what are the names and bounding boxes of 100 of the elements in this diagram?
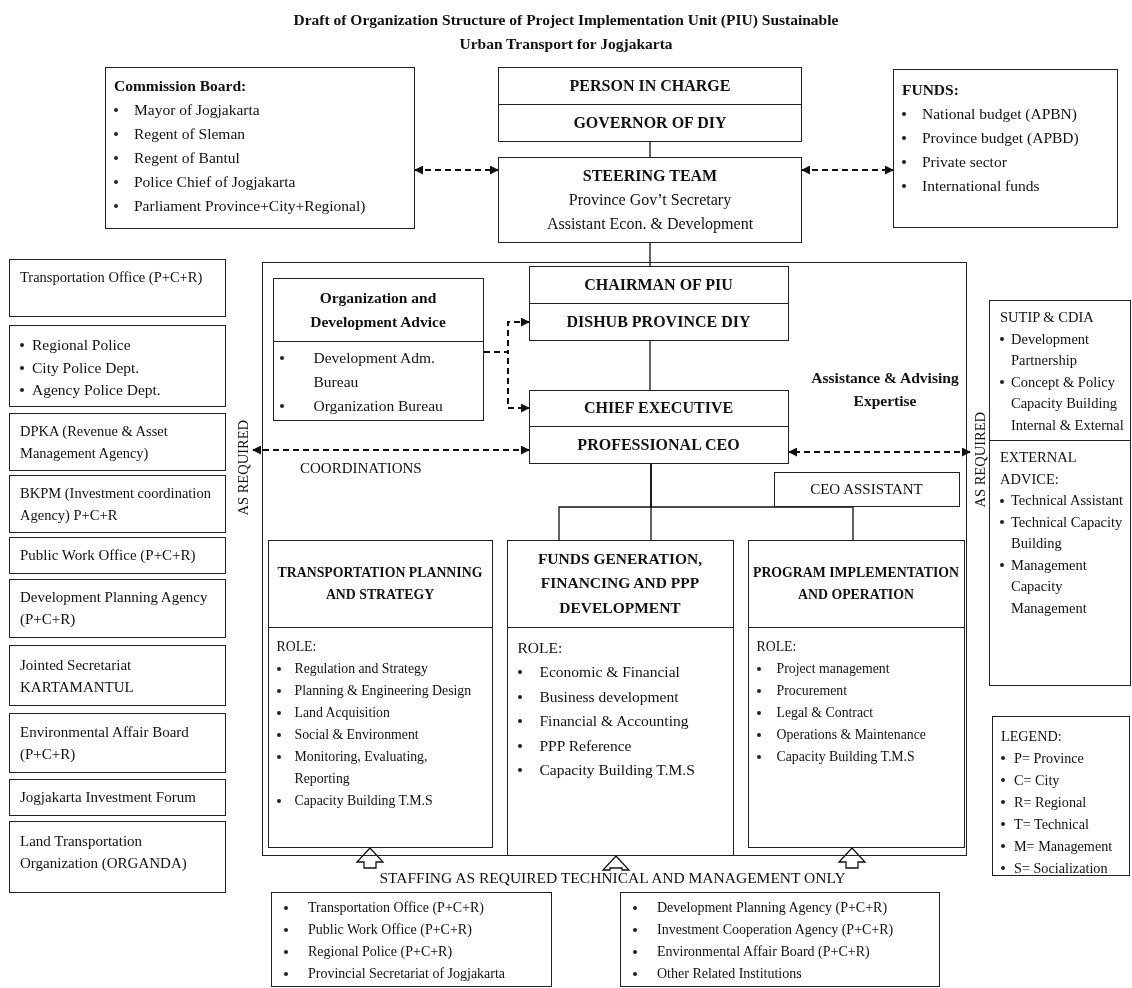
block-arrow: [837, 847, 867, 869]
box-heading: PERSON IN CHARGE: [569, 76, 731, 96]
list-item: Regent of Bantul: [134, 148, 240, 168]
list-item: Financial & Accounting: [539, 711, 689, 731]
box-heading: FUNDS:: [902, 80, 960, 100]
agency-box: [9, 475, 226, 533]
list-item: Public Work Office (P+C+R): [308, 921, 472, 939]
list-item: Business development: [539, 686, 679, 707]
box-heading: CHAIRMAN OF PIU: [584, 274, 733, 295]
box-text: Land Transportation Organization (ORGANDA): [20, 832, 188, 873]
piu-frame: [262, 262, 967, 856]
box-heading: Commission Board:: [114, 76, 248, 96]
box-heading: Organization and Development Advice: [309, 287, 447, 332]
list-item: Operations & Maintenance: [776, 725, 926, 744]
box-heading: TRANSPORTATION PLANNING AND STRATEGY: [276, 563, 484, 604]
list-item: Concept & Policy Capacity Building Internal & External: [1011, 372, 1125, 435]
staffing-label: STAFFING AS REQUIRED TECHNICAL AND MANAGEMENT ONLY: [330, 868, 895, 890]
list-item: M= Management: [1014, 837, 1113, 856]
list-item: Development Adm. Bureau: [313, 347, 436, 392]
agency-box: [9, 821, 226, 893]
agency-box: [9, 579, 226, 638]
staffing-box: [271, 892, 552, 987]
list-item: Agency Police Dept.: [32, 380, 161, 400]
division-box: [747, 539, 965, 848]
box-text: Transportation Office (P+C+R): [20, 268, 204, 287]
commission-board-box: [105, 67, 415, 229]
list-item: P= Province: [1014, 749, 1084, 768]
list-item: City Police Dept.: [32, 357, 140, 378]
agency-box: [9, 537, 226, 574]
list-item: Technical Capacity Building: [1011, 512, 1124, 553]
list-item: Land Acquisition: [294, 703, 390, 722]
division-box: [267, 539, 493, 848]
list-item: Provincial Secretariat of Jogjakarta: [308, 965, 506, 983]
box-text: Environmental Affair Board (P+C+R): [20, 723, 190, 764]
box-heading: CHIEF EXECUTIVE: [583, 398, 734, 419]
list-item: Regional Police (P+C+R): [308, 943, 453, 961]
connector-line: [650, 463, 854, 541]
connector-line: [649, 340, 651, 391]
arrow: [483, 351, 530, 413]
agency-box: [9, 713, 226, 773]
arrow: [788, 447, 971, 457]
agency-box: [9, 645, 226, 706]
list-item: Development Partnership: [1011, 329, 1091, 370]
list-item: Province budget (APBD): [922, 128, 1079, 148]
list-item: R= Regional: [1014, 793, 1087, 812]
box-text: BKPM (Investment coordination Agency) P+C+R: [20, 484, 212, 525]
box-text: ROLE:: [756, 637, 798, 656]
list-item: Investment Cooperation Agency (P+C+R): [657, 921, 894, 939]
list-item: Social & Environment: [294, 725, 419, 744]
connector-line: [649, 141, 651, 158]
box-text: LEGEND:: [1001, 727, 1063, 746]
legend-box: [992, 716, 1130, 876]
list-item: Transportation Office (P+C+R): [308, 899, 484, 917]
agency-box: [9, 779, 226, 816]
list-item: Monitoring, Evaluating, Reporting: [294, 747, 429, 788]
block-arrow: [355, 847, 385, 869]
list-item: Private sector: [922, 152, 1007, 172]
chief-executive-box: [528, 389, 789, 464]
list-item: Parliament Province+City+Regional): [134, 196, 366, 216]
box-text: CEO ASSISTANT: [809, 479, 924, 499]
box-heading: PROGRAM IMPLEMENTATION AND OPERATION: [752, 563, 960, 604]
person-in-charge-box: [498, 67, 802, 142]
box-text: Jointed Secretariat KARTAMANTUL: [20, 656, 135, 697]
box-text: Public Work Office (P+C+R): [20, 546, 197, 565]
list-item: T= Technical: [1014, 815, 1089, 834]
agency-box: [9, 325, 226, 407]
list-item: Project management: [776, 659, 890, 678]
list-item: Organization Bureau: [313, 395, 443, 416]
staffing-box: [620, 892, 940, 987]
arrow: [252, 445, 530, 455]
agency-box: [9, 259, 226, 317]
box-text: SUTIP & CDIA: [1000, 308, 1095, 327]
chairman-box: [528, 265, 789, 341]
advice-box: [272, 277, 484, 421]
box-text: Province Gov’t Secretary: [567, 190, 733, 211]
box-text: EXTERNAL ADVICE:: [1000, 448, 1077, 489]
list-item: S= Socialization: [1014, 859, 1108, 878]
list-item: Environmental Affair Board (P+C+R): [657, 943, 870, 961]
ceo-assistant-box: [773, 471, 960, 507]
diagram-title: Draft of Organization Structure of Project Implementation Unit (PIU) Sustainable Urban Transport for Jogjakarta: [292, 10, 840, 54]
box-text: DPKA (Revenue & Asset Management Agency): [20, 422, 169, 463]
list-item: C= City: [1014, 771, 1060, 790]
list-item: Economic & Financial: [539, 662, 680, 682]
funds-box: [893, 69, 1118, 228]
list-item: Other Related Institutions: [657, 965, 802, 983]
list-item: Procurement: [776, 681, 847, 700]
list-item: Development Planning Agency (P+C+R): [657, 899, 888, 917]
box-text: Jogjakarta Investment Forum: [20, 788, 197, 807]
division-box: [506, 539, 734, 856]
arrow: [801, 165, 894, 175]
box-heading: PROFESSIONAL CEO: [577, 434, 740, 455]
advisor-box: [989, 300, 1131, 686]
box-text: Development Planning Agency (P+C+R): [20, 588, 209, 629]
box-text: ROLE:: [276, 637, 318, 656]
box-heading: GOVERNOR OF DIY: [573, 113, 727, 133]
list-item: Capacity Building T.M.S: [539, 760, 695, 780]
list-item: Capacity Building T.M.S: [294, 791, 433, 810]
block-arrow: [601, 855, 631, 871]
list-item: Regional Police: [32, 335, 131, 355]
list-item: Regent of Sleman: [134, 124, 246, 144]
